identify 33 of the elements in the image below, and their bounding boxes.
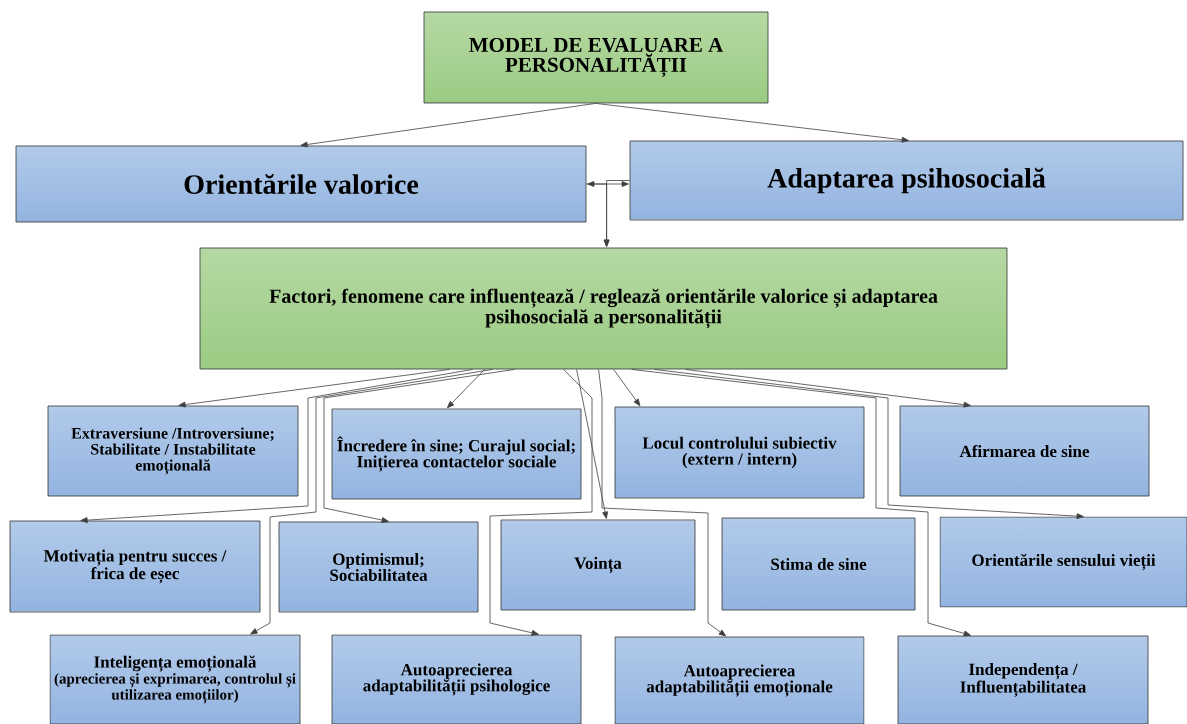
arrow (447, 369, 485, 409)
trait-box: Motivația pentru succes / frica de eșec (9, 520, 261, 613)
trait-box: Voința (500, 519, 696, 611)
arrow (576, 369, 608, 519)
arrow (323, 369, 515, 523)
arrow (587, 181, 629, 187)
trait-box: Orientările sensului vieții (939, 516, 1187, 608)
arrow (685, 369, 971, 408)
trait-box: Autoaprecierea adaptabilității psihologice (331, 634, 582, 724)
trait-box: Afirmarea de sine (899, 405, 1150, 497)
arrow (631, 369, 971, 637)
factor-box: Factori, fenomene care influențează / reglează orientările valorice și adaptarea psihosocială a personalității (199, 247, 1008, 370)
arrow (654, 369, 1084, 520)
category-box: Orientările valorice (15, 145, 587, 223)
trait-box: Optimismul; Sociabilitatea (278, 521, 479, 613)
arrow (598, 369, 727, 637)
trait-box: Stima de sine (721, 517, 916, 611)
arrow (80, 369, 473, 524)
arrow (489, 369, 593, 636)
arrow (300, 103, 596, 148)
arrow (250, 369, 493, 635)
arrow (178, 369, 450, 408)
trait-box: Încredere în sine; Curajul social; Inițierea contactelor sociale (331, 408, 582, 500)
arrow (603, 180, 630, 247)
arrow (595, 103, 909, 143)
arrow (613, 369, 641, 407)
trait-box: Locul controlului subiectiv (extern / intern) (614, 406, 865, 499)
trait-box: Independența / Influențabilitatea (897, 635, 1149, 724)
trait-box: Extraversiune /Introversiune; Stabilitate / Instabilitate emoțională (47, 405, 299, 497)
trait-box: Autoaprecierea adaptabilității emoționale (614, 636, 865, 724)
trait-box: Inteligența emoțională (aprecierea și exprimarea, controlul și utilizarea emoțiilor) (49, 634, 301, 724)
title-box: MODEL DE EVALUARE A PERSONALITĂȚII (423, 11, 769, 104)
category-box: Adaptarea psihosocială (629, 140, 1184, 221)
